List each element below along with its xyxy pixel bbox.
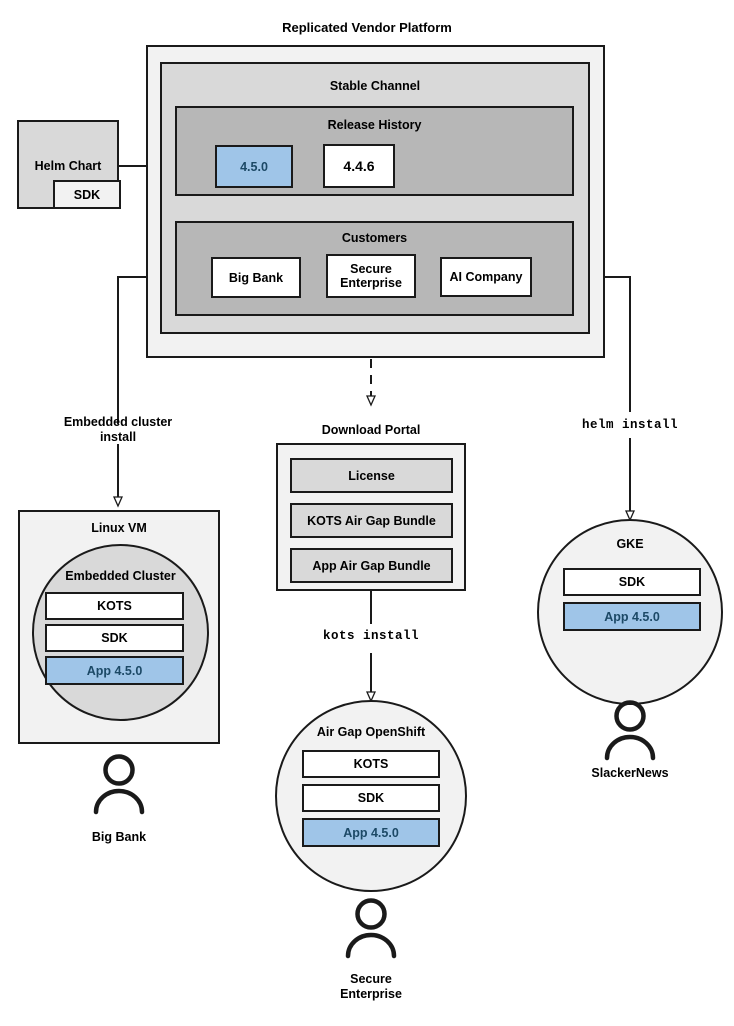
secure-enterprise-caption-line1: Secure <box>350 972 392 986</box>
helm-install-label: helm install <box>581 418 678 432</box>
release-history-title: Release History <box>327 118 422 132</box>
download-portal-item-app-airgap-bundle[interactable]: App Air Gap Bundle <box>290 548 453 583</box>
secure-enterprise-caption-line2: Enterprise <box>340 987 402 1001</box>
download-portal-title: Download Portal <box>321 423 421 437</box>
airgap-component-sdk[interactable]: SDK <box>302 784 440 812</box>
kots-install-label: kots install <box>322 629 419 643</box>
gke-title: GKE <box>616 537 644 551</box>
airgap-component-kots[interactable]: KOTS <box>302 750 440 778</box>
linux-vm-component-kots[interactable]: KOTS <box>45 592 184 620</box>
helm-chart-label: Helm Chart <box>34 158 102 173</box>
download-portal-item-license[interactable]: License <box>290 458 453 493</box>
big-bank-caption: Big Bank <box>91 830 147 844</box>
linux-vm-component-app[interactable]: App 4.5.0 <box>45 656 184 685</box>
embedded-install-line1: Embedded cluster <box>63 415 173 429</box>
linux-vm-title: Linux VM <box>91 521 147 535</box>
customers-title: Customers <box>341 231 408 245</box>
secure-enterprise-person-icon <box>342 898 400 960</box>
slackernews-caption: SlackerNews <box>591 766 669 780</box>
customer-ai-company[interactable]: AI Company <box>440 257 532 297</box>
download-portal-item-kots-airgap-bundle[interactable]: KOTS Air Gap Bundle <box>290 503 453 538</box>
gke-component-app[interactable]: App 4.5.0 <box>563 602 701 631</box>
big-bank-person-icon <box>90 754 148 816</box>
secure-enterprise-caption: Secure Enterprise <box>296 972 446 1002</box>
airgap-openshift-title: Air Gap OpenShift <box>316 725 426 739</box>
customer-secure-enterprise[interactable]: Secure Enterprise <box>326 254 416 298</box>
linux-vm-component-sdk[interactable]: SDK <box>45 624 184 652</box>
slackernews-person-icon <box>601 700 659 762</box>
airgap-component-app[interactable]: App 4.5.0 <box>302 818 440 847</box>
gke-component-sdk[interactable]: SDK <box>563 568 701 596</box>
helm-chart-sdk-chip[interactable]: SDK <box>53 180 121 209</box>
stable-channel-title: Stable Channel <box>329 79 421 93</box>
embedded-cluster-title: Embedded Cluster <box>65 569 176 583</box>
embedded-install-line2: install <box>99 430 137 444</box>
embedded-cluster-install-label: Embedded cluster install <box>42 415 194 445</box>
page-title: Replicated Vendor Platform <box>282 20 452 35</box>
release-version-4-5-0[interactable]: 4.5.0 <box>215 145 293 188</box>
release-version-4-4-6[interactable]: 4.4.6 <box>323 144 395 188</box>
customer-big-bank[interactable]: Big Bank <box>211 257 301 298</box>
